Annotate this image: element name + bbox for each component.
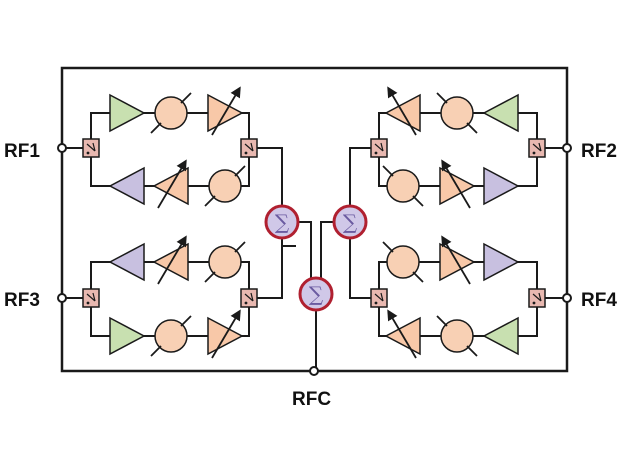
signal-wire <box>281 238 296 247</box>
phase-shifter-icon <box>440 96 474 130</box>
phase-shifter-icon <box>440 319 474 353</box>
phase-control-tick <box>466 122 478 134</box>
phase-shifter-icon <box>386 245 420 279</box>
port-terminal-rf1 <box>57 143 67 153</box>
phase-control-tick <box>180 315 192 327</box>
tuning-arrow-icon <box>157 159 187 209</box>
switch-pin <box>244 301 248 305</box>
phase-control-tick <box>234 241 246 253</box>
phase-control-tick <box>436 92 448 104</box>
switch-contact <box>244 292 254 302</box>
tuning-arrow-icon <box>387 86 417 136</box>
tuning-arrow-icon <box>211 309 241 359</box>
combiner-right: ∑ <box>332 204 368 240</box>
phase-control-tick <box>436 315 448 327</box>
tuning-arrow-icon <box>211 86 241 136</box>
signal-wire <box>257 238 283 299</box>
combiner-symbol: ∑ <box>275 210 290 234</box>
phase-control-tick <box>180 92 192 104</box>
phase-control-tick <box>412 195 424 207</box>
port-terminal-rfc <box>309 366 319 376</box>
tuning-arrow-icon <box>441 235 471 285</box>
switch-contact <box>86 142 96 152</box>
phase-control-tick <box>466 345 478 357</box>
amplifier-triangle-icon <box>108 242 145 282</box>
combiner-center: ∑ <box>298 276 334 312</box>
switch-pin <box>244 151 248 155</box>
switch-pin <box>532 301 536 305</box>
tuning-arrow-icon <box>441 159 471 209</box>
switch-pin <box>86 151 90 155</box>
switch-contact <box>532 142 542 152</box>
switch-contact <box>532 292 542 302</box>
port-label-rf3: RF3 <box>4 290 40 311</box>
switch-contact <box>374 142 384 152</box>
switch-pin <box>374 151 378 155</box>
phase-control-tick <box>150 345 162 357</box>
switch-pin <box>532 151 536 155</box>
port-terminal-rf4 <box>562 293 572 303</box>
phase-control-tick <box>234 165 246 177</box>
signal-wire <box>320 221 334 278</box>
sigma-combiner-icon <box>264 204 300 240</box>
phase-control-tick <box>382 165 394 177</box>
phase-shifter-icon <box>208 245 242 279</box>
port-label-rf2: RF2 <box>581 141 617 162</box>
component-layer <box>82 86 546 359</box>
amplifier-triangle-icon <box>483 242 520 282</box>
switch-contact <box>86 292 96 302</box>
combiner-left: ∑ <box>264 204 300 240</box>
signal-wire <box>257 147 283 206</box>
port-label-rfc: RFC <box>292 389 331 410</box>
signal-wire <box>349 147 371 206</box>
port-label-rf4: RF4 <box>581 290 617 311</box>
phase-shifter-icon <box>386 169 420 203</box>
port-terminal-rf3 <box>57 293 67 303</box>
switch-pin <box>374 301 378 305</box>
sigma-combiner-icon <box>332 204 368 240</box>
phase-shifter-icon <box>154 319 188 353</box>
signal-wire <box>298 221 312 278</box>
phase-control-tick <box>382 241 394 253</box>
phase-shifter-icon <box>208 169 242 203</box>
combiner-symbol: ∑ <box>343 210 358 234</box>
port-terminal-rf2 <box>562 143 572 153</box>
tuning-arrow-icon <box>157 235 187 285</box>
amplifier-triangle-icon <box>482 316 519 356</box>
switch-contact <box>244 142 254 152</box>
switch-pin <box>86 301 90 305</box>
sigma-combiner-icon <box>298 276 334 312</box>
phase-shifter-icon <box>154 96 188 130</box>
phase-control-tick <box>150 122 162 134</box>
phase-control-tick <box>204 271 216 283</box>
switch-contact <box>374 292 384 302</box>
amplifier-triangle-icon <box>109 93 146 133</box>
amplifier-triangle-icon <box>483 166 520 206</box>
amplifier-triangle-icon <box>482 93 519 133</box>
amplifier-triangle-icon <box>108 166 145 206</box>
phase-control-tick <box>412 271 424 283</box>
port-label-rf1: RF1 <box>4 141 40 162</box>
amplifier-triangle-icon <box>109 316 146 356</box>
phase-control-tick <box>204 195 216 207</box>
combiner-symbol: ∑ <box>309 282 324 306</box>
signal-wire <box>349 238 371 299</box>
tuning-arrow-icon <box>387 309 417 359</box>
